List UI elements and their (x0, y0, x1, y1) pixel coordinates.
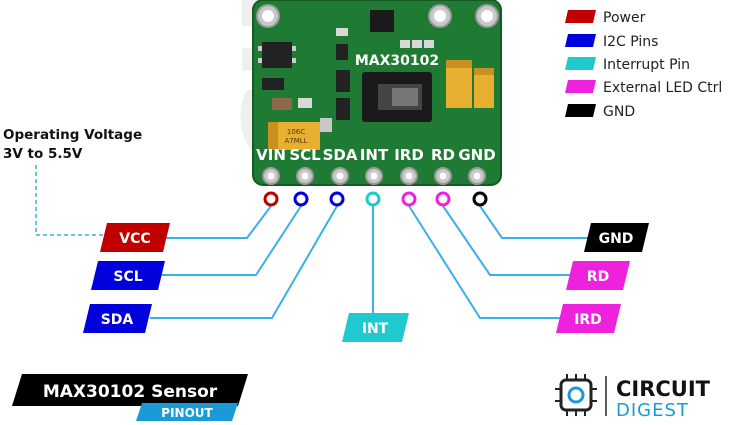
brand-line-1: CIRCUIT (616, 377, 711, 401)
svg-text:VCC: VCC (119, 231, 150, 247)
svg-text:External LED Ctrl: External LED Ctrl (603, 80, 722, 96)
sensor-board: MAX30102 106C A7MLL VIN SCL SDA INT IRD … (252, 0, 502, 186)
svg-text:SCL: SCL (113, 269, 142, 285)
svg-text:106C: 106C (287, 128, 305, 136)
legend-item-i2c: I2C Pins (565, 34, 658, 50)
tag-int: INT (342, 313, 409, 342)
ring-int (365, 191, 381, 207)
chip-label: MAX30102 (355, 53, 439, 69)
svg-text:Power: Power (603, 10, 646, 26)
tag-gnd: GND (584, 223, 649, 252)
line-rd (442, 205, 572, 276)
line-vcc (160, 205, 272, 239)
legend-item-power: Power (565, 10, 646, 26)
ring-vin (263, 191, 279, 207)
regulator-chip (262, 42, 292, 68)
pin-label-vin: VIN (256, 146, 286, 164)
pin-label-int: INT (360, 146, 389, 164)
svg-text:GND: GND (599, 231, 634, 247)
svg-text:SDA: SDA (101, 312, 134, 328)
tantalum-capacitor: 106C A7MLL (268, 122, 320, 150)
header-pads (262, 167, 486, 185)
operating-voltage-note: Operating Voltage 3V to 5.5V (3, 127, 142, 162)
tag-vcc: VCC (100, 223, 170, 252)
svg-text:RD: RD (587, 269, 609, 285)
svg-text:I2C Pins: I2C Pins (603, 34, 658, 50)
pin-label-rd: RD (431, 146, 455, 164)
line-scl (160, 205, 302, 276)
pin-rings (263, 191, 488, 207)
line-gnd (479, 205, 590, 239)
legend-item-interrupt: Interrupt Pin (565, 57, 690, 73)
title-main: MAX30102 Sensor (43, 382, 218, 402)
voltage-dashed-line (35, 165, 103, 236)
voltage-line-2: 3V to 5.5V (3, 146, 83, 162)
legend: Power I2C Pins Interrupt Pin External LE… (565, 10, 722, 120)
top-ic (370, 10, 394, 32)
ring-rd (435, 191, 451, 207)
svg-text:IRD: IRD (574, 312, 602, 328)
ring-scl (293, 191, 309, 207)
ring-gnd (472, 191, 488, 207)
voltage-line-1: Operating Voltage (3, 127, 142, 143)
svg-text:GND: GND (603, 104, 635, 120)
svg-text:Interrupt Pin: Interrupt Pin (603, 57, 690, 73)
pin-label-gnd: GND (458, 146, 495, 164)
title-banner: MAX30102 Sensor PINOUT (12, 374, 248, 421)
ring-ird (401, 191, 417, 207)
legend-item-led-ctrl: External LED Ctrl (565, 80, 722, 96)
tantalum-capacitor (446, 60, 494, 108)
svg-text:INT: INT (362, 321, 389, 337)
pin-label-sda: SDA (323, 146, 358, 164)
pin-label-scl: SCL (289, 146, 321, 164)
line-sda (150, 205, 338, 319)
line-ird (408, 205, 562, 319)
title-sub: PINOUT (161, 406, 213, 420)
ring-sda (329, 191, 345, 207)
svg-text:A7MLL: A7MLL (284, 137, 307, 145)
pin-labels: VIN SCL SDA INT IRD RD GND (256, 146, 496, 164)
tag-ird: IRD (556, 304, 621, 333)
tag-rd: RD (566, 261, 630, 290)
brand-line-2: DIGEST (616, 400, 689, 421)
legend-item-gnd: GND (565, 104, 635, 120)
tag-scl: SCL (91, 261, 165, 290)
pin-label-ird: IRD (394, 146, 424, 164)
connector-lines (150, 205, 590, 319)
circuit-digest-logo: CIRCUIT DIGEST (555, 374, 711, 421)
chip-icon (555, 374, 597, 416)
tag-sda: SDA (83, 304, 152, 333)
